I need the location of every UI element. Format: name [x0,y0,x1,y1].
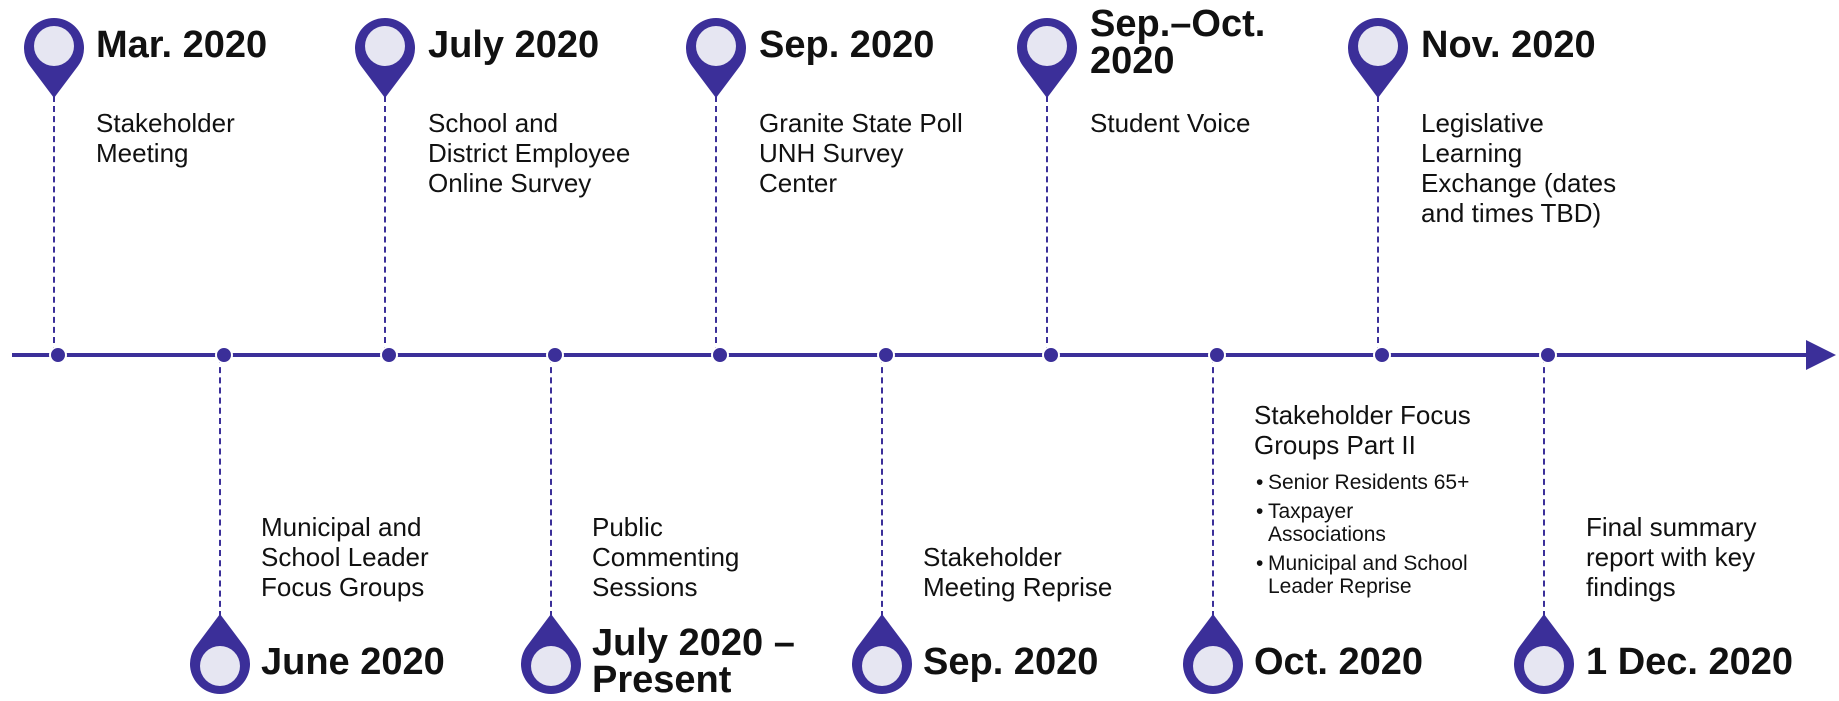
connector-line [384,96,386,353]
map-pin-icon [686,18,746,99]
map-pin-icon [852,614,912,694]
timeline-node [1539,346,1557,364]
map-pin-icon [1017,18,1077,99]
timeline-node [49,346,67,364]
timeline-node [877,346,895,364]
bullet-item: Senior Residents 65+ [1256,471,1498,494]
connector-line [1046,96,1048,353]
connector-line [550,357,552,617]
event-date: 1 Dec. 2020 [1586,641,1794,683]
timeline-node [546,346,564,364]
timeline-node [1373,346,1391,364]
timeline-arrowhead [1806,340,1836,370]
timeline-node [1208,346,1226,364]
event-date: Sep.–Oct. 2020 [1090,3,1266,82]
timeline-node [711,346,729,364]
connector-line [715,96,717,353]
map-pin-icon [190,614,250,694]
event-label: Student Voice [1090,108,1251,138]
event-date: Nov. 2020 [1421,24,1596,66]
connector-line [219,357,221,617]
event-date: Sep. 2020 [923,641,1099,683]
map-pin-icon [1514,614,1574,694]
event-date: Sep. 2020 [759,24,935,66]
event-date: Mar. 2020 [96,24,268,66]
event-date: June 2020 [261,641,445,683]
connector-line [1543,357,1545,617]
bullet-item: Taxpayer Associations [1256,500,1398,546]
connector-line [881,357,883,617]
map-pin-icon [1183,614,1243,694]
event-bullet-list: Senior Residents 65+ Taxpayer Associatio… [1256,471,1498,604]
event-date: July 2020 [428,24,600,66]
event-date: July 2020 – Present [592,622,795,701]
map-pin-icon [521,614,581,694]
bullet-item: Municipal and School Leader Reprise [1256,552,1498,598]
connector-line [53,96,55,353]
timeline-node [380,346,398,364]
connector-line [1377,96,1379,353]
map-pin-icon [1348,18,1408,99]
connector-line [1212,357,1214,617]
map-pin-icon [24,18,84,99]
event-date: Oct. 2020 [1254,641,1423,683]
timeline-node [1042,346,1060,364]
timeline-node [215,346,233,364]
map-pin-icon [355,18,415,99]
